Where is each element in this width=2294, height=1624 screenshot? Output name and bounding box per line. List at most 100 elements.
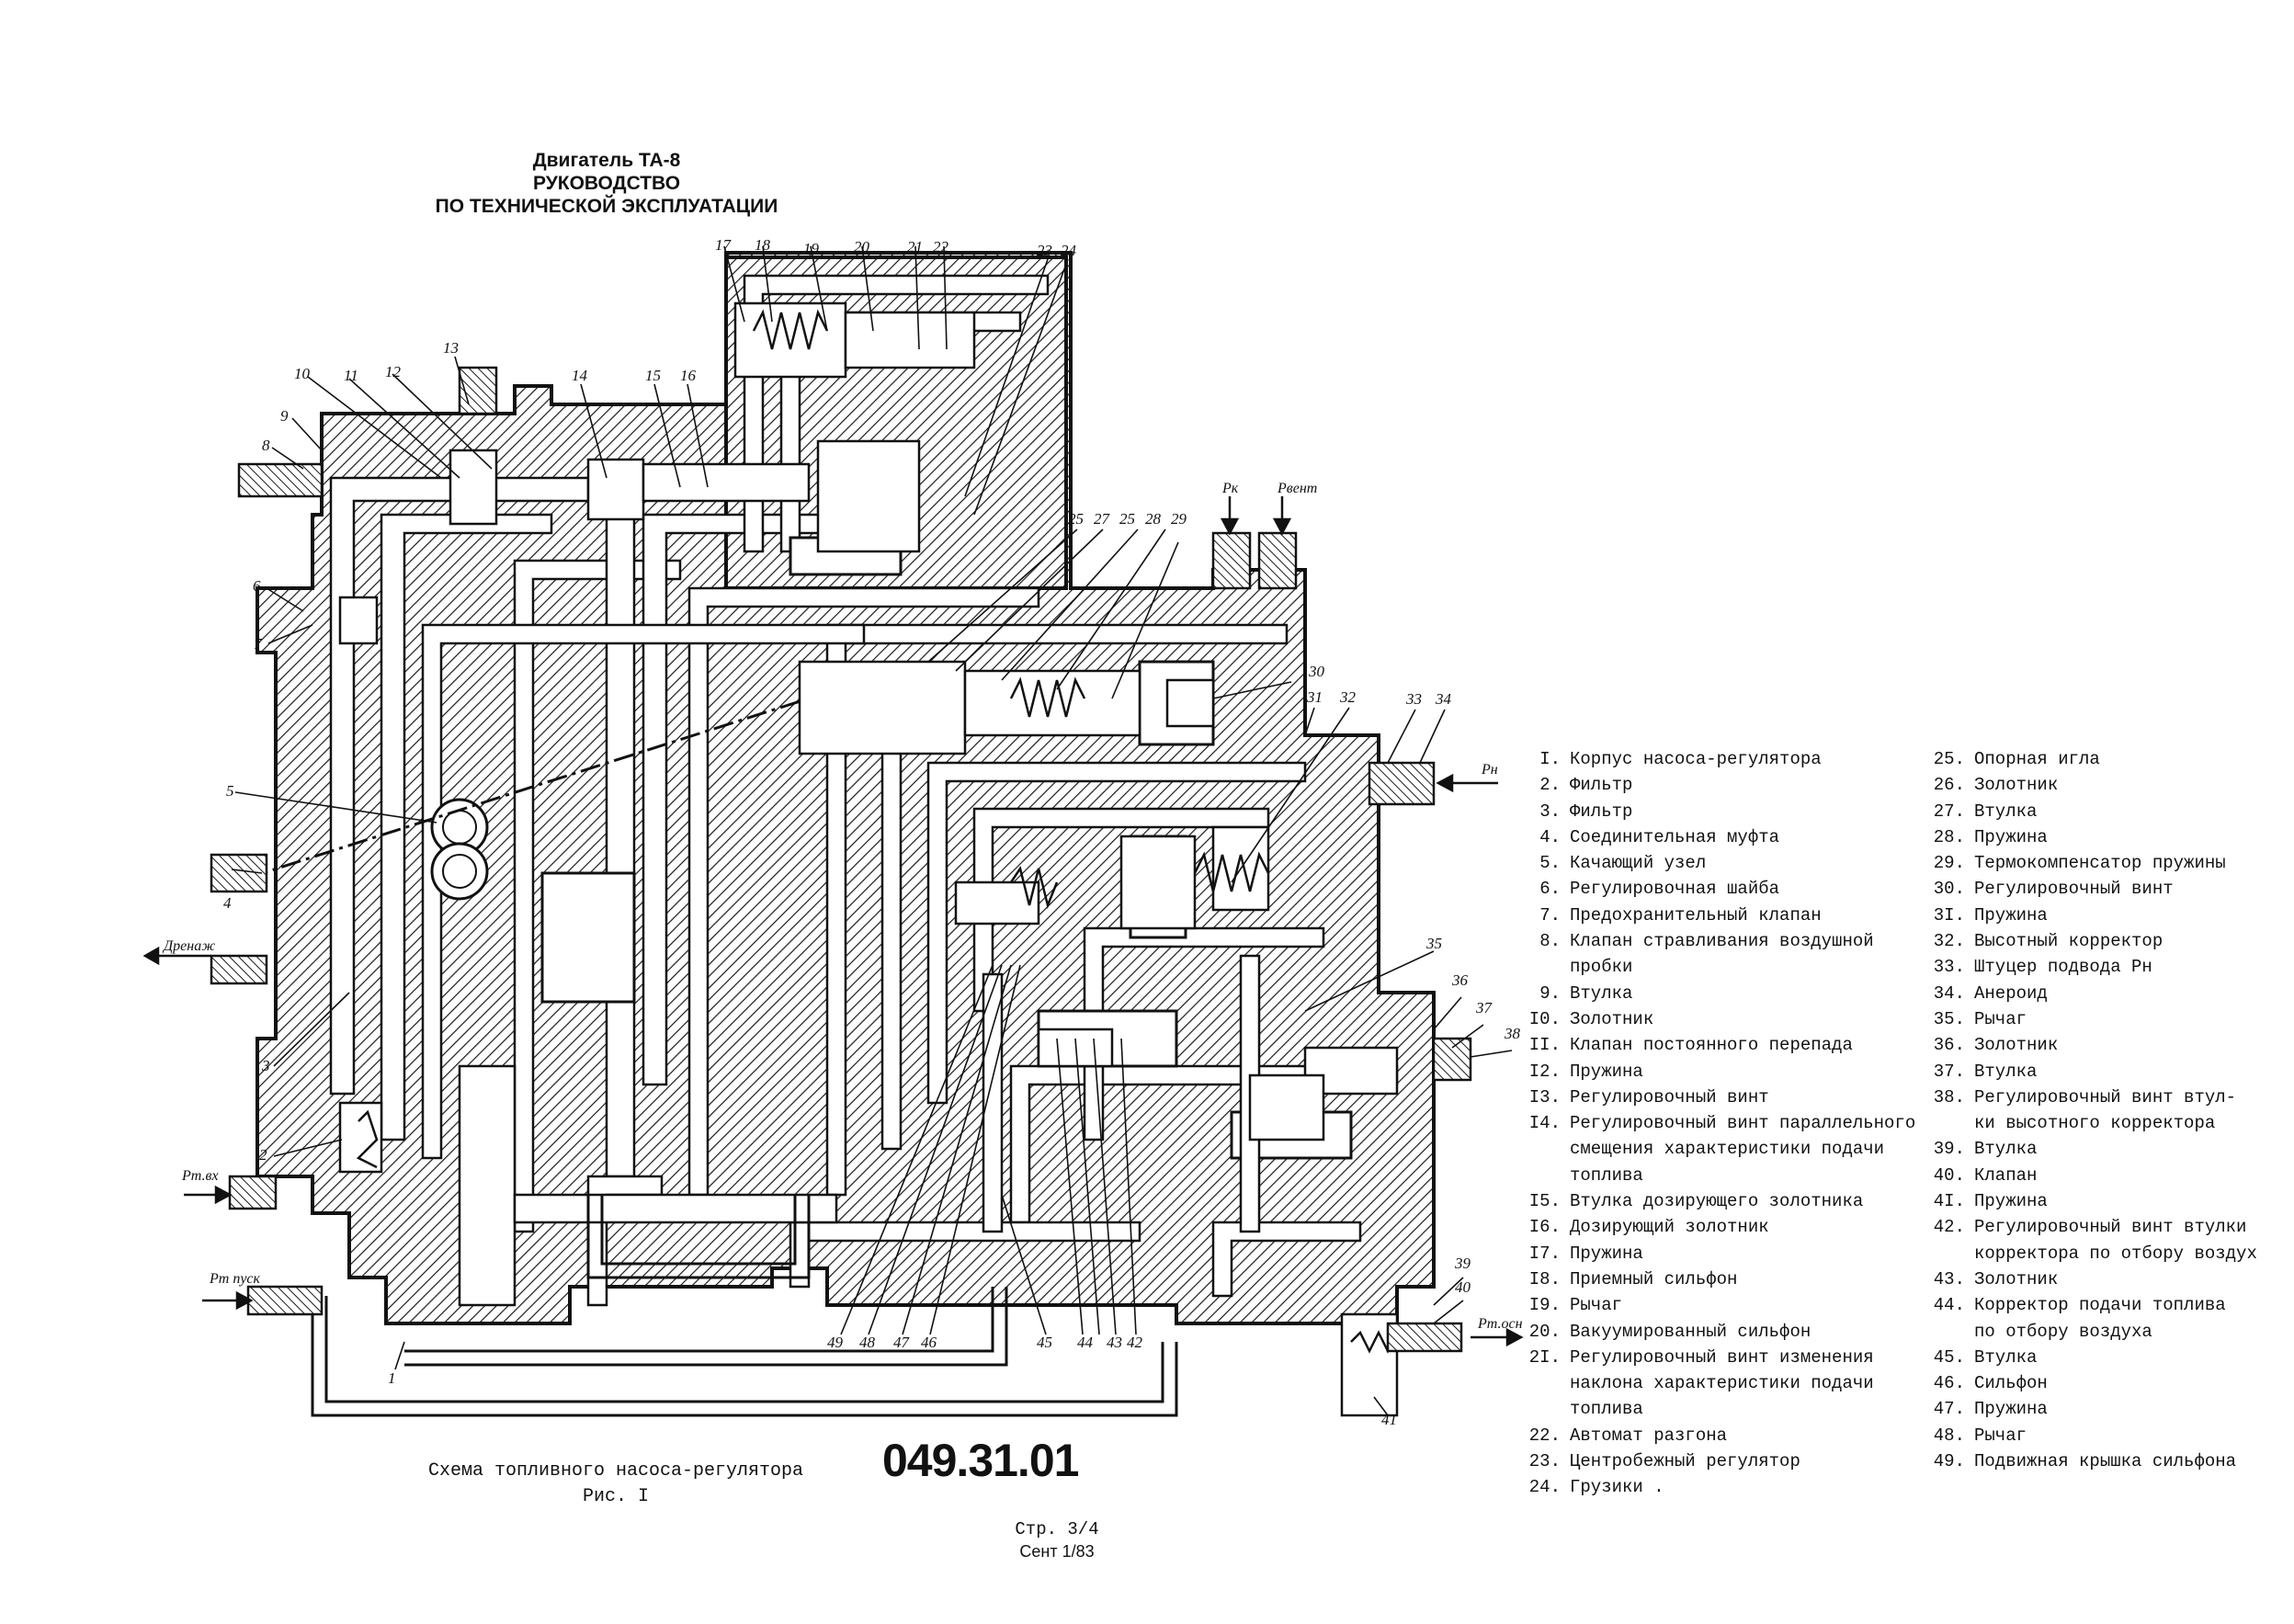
legend-item: I3.Регулировочный винт — [1507, 1085, 1915, 1110]
legend-item-text: топлива — [1570, 1164, 1643, 1186]
callout-14: 14 — [572, 367, 588, 384]
legend-item-text: пробки — [1570, 957, 1633, 978]
legend-item-number: I4. — [1528, 1113, 1561, 1134]
legend-item-text: Сильфон — [1974, 1373, 2048, 1394]
fittings — [210, 366, 1472, 1353]
callout-41: 41 — [1381, 1411, 1397, 1428]
legend-item: 3.Фильтр — [1507, 799, 1915, 824]
legend-item-text: Золотник — [1974, 1035, 2059, 1056]
legend-item-number: 30. — [1933, 879, 1965, 900]
legend-item-number: 37. — [1933, 1061, 1965, 1082]
legend-item-text: Подвижная крышка сильфона — [1974, 1451, 2237, 1472]
legend-item-text: Корпус насоса-регулятора — [1570, 749, 1822, 769]
legend-item: 2I.Регулировочный винт изменения — [1507, 1345, 1915, 1370]
callout-2: 2 — [259, 1146, 267, 1164]
callout-17: 17 — [715, 236, 732, 254]
flow-arrows — [142, 496, 1524, 1347]
legend-item: 24.Грузики . — [1507, 1474, 1915, 1500]
legend-item: I4. Регулировочный винт параллельного — [1507, 1110, 1915, 1136]
legend-item-number: I. — [1539, 749, 1561, 769]
legend-item-text: Качающий узел — [1570, 853, 1707, 874]
caption-figure-number: Рис. I — [582, 1486, 649, 1507]
legend-item: корректора по отбору воздух — [1912, 1241, 2257, 1266]
callout-27: 27 — [1094, 510, 1111, 528]
legend-item-number: I0. — [1528, 1008, 1561, 1029]
legend-item-number: 9. — [1539, 982, 1561, 1004]
legend-item-text: по отбору воздуха — [1974, 1321, 2152, 1342]
legend-item-text: топлива — [1570, 1399, 1643, 1420]
callout-18: 18 — [755, 236, 771, 254]
callout-13: 13 — [443, 339, 459, 357]
legend-item-number: 39. — [1933, 1139, 1965, 1160]
pressure-vent-label: Pвент — [1277, 481, 1317, 496]
callout-36: 36 — [1451, 971, 1469, 989]
legend-item: 5.Качающий узел — [1507, 850, 1915, 876]
legend-item-text: Рычаг — [1974, 1008, 2027, 1029]
legend-item-text: Втулка — [1974, 1139, 2038, 1160]
external-pipes — [311, 1195, 1178, 1417]
legend-item-text: корректора по отбору воздух — [1974, 1243, 2257, 1264]
legend-item-text: Корректор подачи топлива — [1974, 1295, 2226, 1316]
legend-item-text: Приемный сильфон — [1570, 1268, 1738, 1289]
manual-subtitle: ПО ТЕХНИЧЕСКОЙ ЭКСПЛУАТАЦИИ — [435, 196, 778, 217]
callout-8: 8 — [262, 437, 270, 454]
legend-item: I2.Пружина — [1507, 1059, 1915, 1085]
callout-11: 11 — [344, 367, 358, 384]
legend-item: 26.Золотник — [1912, 772, 2257, 798]
legend-item: 44. Корректор подачи топлива — [1912, 1292, 2257, 1318]
legend-item: 30.Регулировочный винт — [1912, 876, 2257, 902]
legend-item: ки высотного корректора — [1912, 1110, 2257, 1136]
legend-item-text: Пружина — [1570, 1243, 1643, 1264]
legend-item-text: Центробежный регулятор — [1570, 1451, 1800, 1472]
fuel-start-label: Pт пуск — [209, 1271, 261, 1287]
legend-item-number: 49. — [1933, 1451, 1965, 1472]
legend-item: 4.Соединительная муфта — [1507, 824, 1915, 850]
legend-item: 29.Термокомпенсатор пружины — [1912, 850, 2257, 876]
legend-item-text: Регулировочный винт втул- — [1974, 1086, 2237, 1107]
legend-item: 3I.Пружина — [1912, 903, 2257, 928]
legend-item-number: 26. — [1933, 775, 1965, 796]
legend-item: пробки — [1507, 954, 1915, 980]
legend-item-number: I3. — [1528, 1086, 1561, 1107]
legend-item: 4I.Пружина — [1912, 1188, 2257, 1214]
legend-item-number: 42. — [1933, 1217, 1965, 1238]
legend-item-number: 29. — [1933, 853, 1965, 874]
callout-12: 12 — [385, 363, 402, 380]
legend-item-number: 33. — [1933, 957, 1965, 978]
legend-item-text: Пружина — [1570, 1061, 1643, 1082]
callout-37: 37 — [1475, 999, 1493, 1016]
legend-item-number: I5. — [1528, 1191, 1561, 1212]
legend-item-text: Предохранительный клапан — [1570, 904, 1822, 926]
legend-item-number: 28. — [1933, 826, 1965, 847]
legend-item-text: Грузики . — [1570, 1477, 1664, 1498]
legend-item-number — [1912, 1110, 1974, 1136]
legend-item: наклона характеристики подачи — [1507, 1370, 1915, 1396]
legend-item-text: Регулировочный винт параллельного — [1570, 1113, 1916, 1134]
revision-date: Сент 1/83 — [1019, 1542, 1095, 1561]
legend-item-text: Анероид — [1974, 982, 2048, 1004]
callout-15: 15 — [645, 367, 661, 384]
legend-item-text: Регулировочный винт изменения — [1570, 1346, 1874, 1368]
callout-34: 34 — [1435, 690, 1452, 708]
legend-item: I6.Дозирующий золотник — [1507, 1214, 1915, 1240]
callout-9: 9 — [280, 407, 289, 425]
legend-item: топлива — [1507, 1163, 1915, 1188]
legend-item-number: 2. — [1539, 775, 1561, 796]
legend-item-number: 34. — [1933, 982, 1965, 1004]
legend-item-text: Пружина — [1974, 826, 2048, 847]
callout-25b: 25 — [1119, 510, 1135, 528]
legend-item: 32.Высотный корректор — [1912, 928, 2257, 954]
legend-item: I5.Втулка дозирующего золотника — [1507, 1188, 1915, 1214]
callout-42: 42 — [1127, 1334, 1143, 1351]
callout-numbers: 1 2 3 4 5 6 7 8 9 10 11 12 13 14 15 16 1… — [223, 236, 1521, 1428]
callout-33: 33 — [1405, 690, 1422, 708]
drain-label: Дренаж — [162, 938, 215, 954]
legend-item-text: Фильтр — [1570, 775, 1633, 796]
legend-item: 20.Вакуумированный сильфон — [1507, 1319, 1915, 1345]
legend-item: 34. Анероид — [1912, 981, 2257, 1006]
callout-6: 6 — [253, 577, 261, 595]
legend-item-number: 44. — [1933, 1295, 1965, 1316]
legend-item-number: 45. — [1933, 1346, 1965, 1368]
callout-45: 45 — [1037, 1334, 1052, 1351]
legend-item-number: II. — [1528, 1035, 1561, 1056]
